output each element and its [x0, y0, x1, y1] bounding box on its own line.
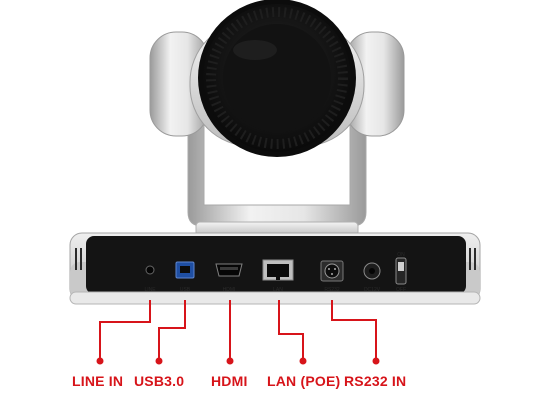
- callout-rs232-in: RS232 IN: [344, 373, 407, 389]
- panel-label-dc12v: DC12V: [364, 287, 381, 293]
- hdmi-port: [215, 263, 243, 277]
- panel-label-line: LINE: [144, 287, 156, 293]
- callout-lan-poe: LAN (POE): [267, 373, 341, 389]
- callout-hdmi: HDMI: [211, 373, 248, 389]
- callout-lines: [99, 300, 377, 360]
- callout-usb3: USB3.0: [134, 373, 185, 389]
- camera-lens: [198, 0, 356, 157]
- dc12v-port: [363, 262, 381, 280]
- panel-label-hdmi: HDMI: [223, 287, 236, 293]
- panel-label-rs232: RS232: [324, 287, 340, 293]
- panel-label-off: OFF: [396, 287, 406, 293]
- callout-line-in: LINE IN: [72, 373, 124, 389]
- callout-dot-hdmi: [226, 357, 234, 365]
- power-switch: [395, 257, 407, 285]
- line-port: [145, 265, 155, 275]
- callout-dot-line: [96, 357, 104, 365]
- panel-label-on: ON: [397, 252, 405, 258]
- panel-label-lan: LAN: [273, 287, 283, 293]
- rs232-port: [320, 260, 344, 282]
- panel-label-usb: USB: [180, 287, 191, 293]
- lan-port: [262, 259, 294, 281]
- callout-dot-lan: [299, 357, 307, 365]
- callout-dot-usb: [155, 357, 163, 365]
- callout-dot-rs232: [372, 357, 380, 365]
- usb3-port: [175, 261, 195, 279]
